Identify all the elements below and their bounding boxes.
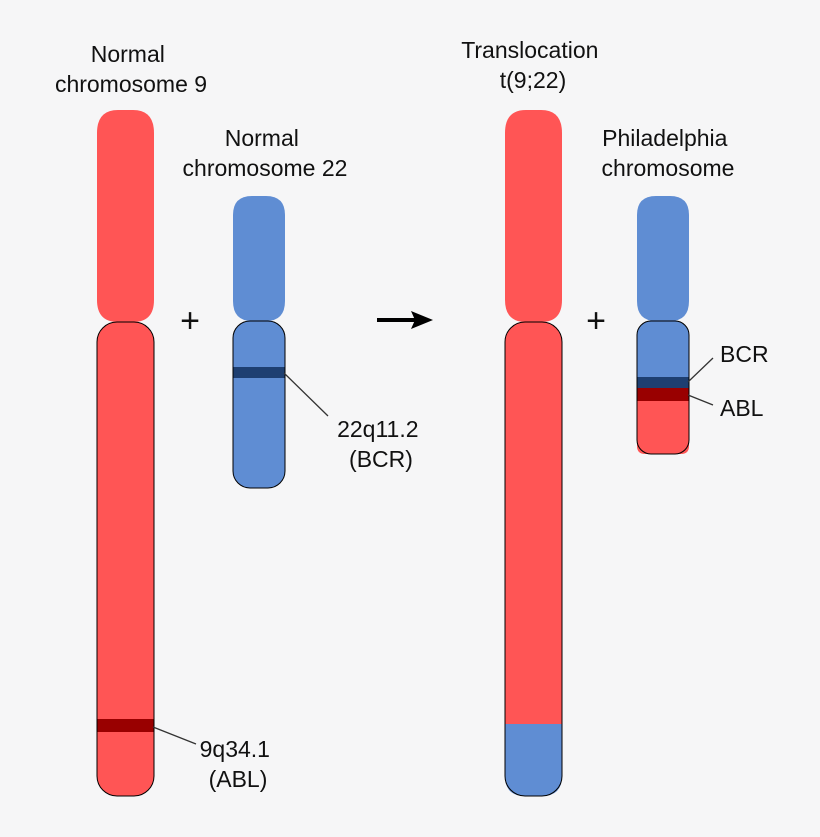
der9-q-arm [505,322,562,796]
abl-locus-leader-line [152,726,197,745]
ph-bcr-band [637,377,689,388]
ph-bcr-label: BCR [720,341,769,367]
der9-q-arm-outline [504,321,563,797]
chr22-p-arm [233,196,285,321]
chr22-bcr-band [233,367,285,378]
der9-chr22-segment [505,724,562,796]
right-arrow-icon [377,311,433,329]
normal-chromosome-22 [232,196,286,489]
ph-p-arm [637,196,689,321]
ph-abl-leader-line [687,394,714,406]
plus-sign-left: + [180,302,200,340]
philadelphia-chromosome [636,196,690,455]
abl-locus-label: 9q34.1 (ABL) [200,736,277,792]
normal-chromosome-9 [96,110,155,797]
philadelphia-title: Philadelphia chromosome [602,125,735,181]
der9-p-arm [505,110,562,322]
chr9-title: Normal chromosome 9 [55,41,207,97]
translocation-title: Translocation t(9;22) [461,37,605,93]
translocated-chromosome-9 [504,110,563,797]
bcr-locus-leader-line [283,372,329,417]
ph-abl-label: ABL [720,395,764,421]
chr9-q-arm [96,321,155,797]
chr9-p-arm [97,110,154,322]
ph-q-arm-outline [636,320,690,455]
bcr-locus-label: 22q11.2 (BCR) [337,416,425,472]
plus-sign-right: + [586,302,606,340]
chr9-abl-band [97,719,154,732]
chr22-title: Normal chromosome 22 [183,125,348,181]
ph-chr9-segment [637,395,689,454]
chr22-q-arm [232,320,286,489]
ph-bcr-leader-line [687,357,714,383]
ph-abl-band [637,388,689,401]
